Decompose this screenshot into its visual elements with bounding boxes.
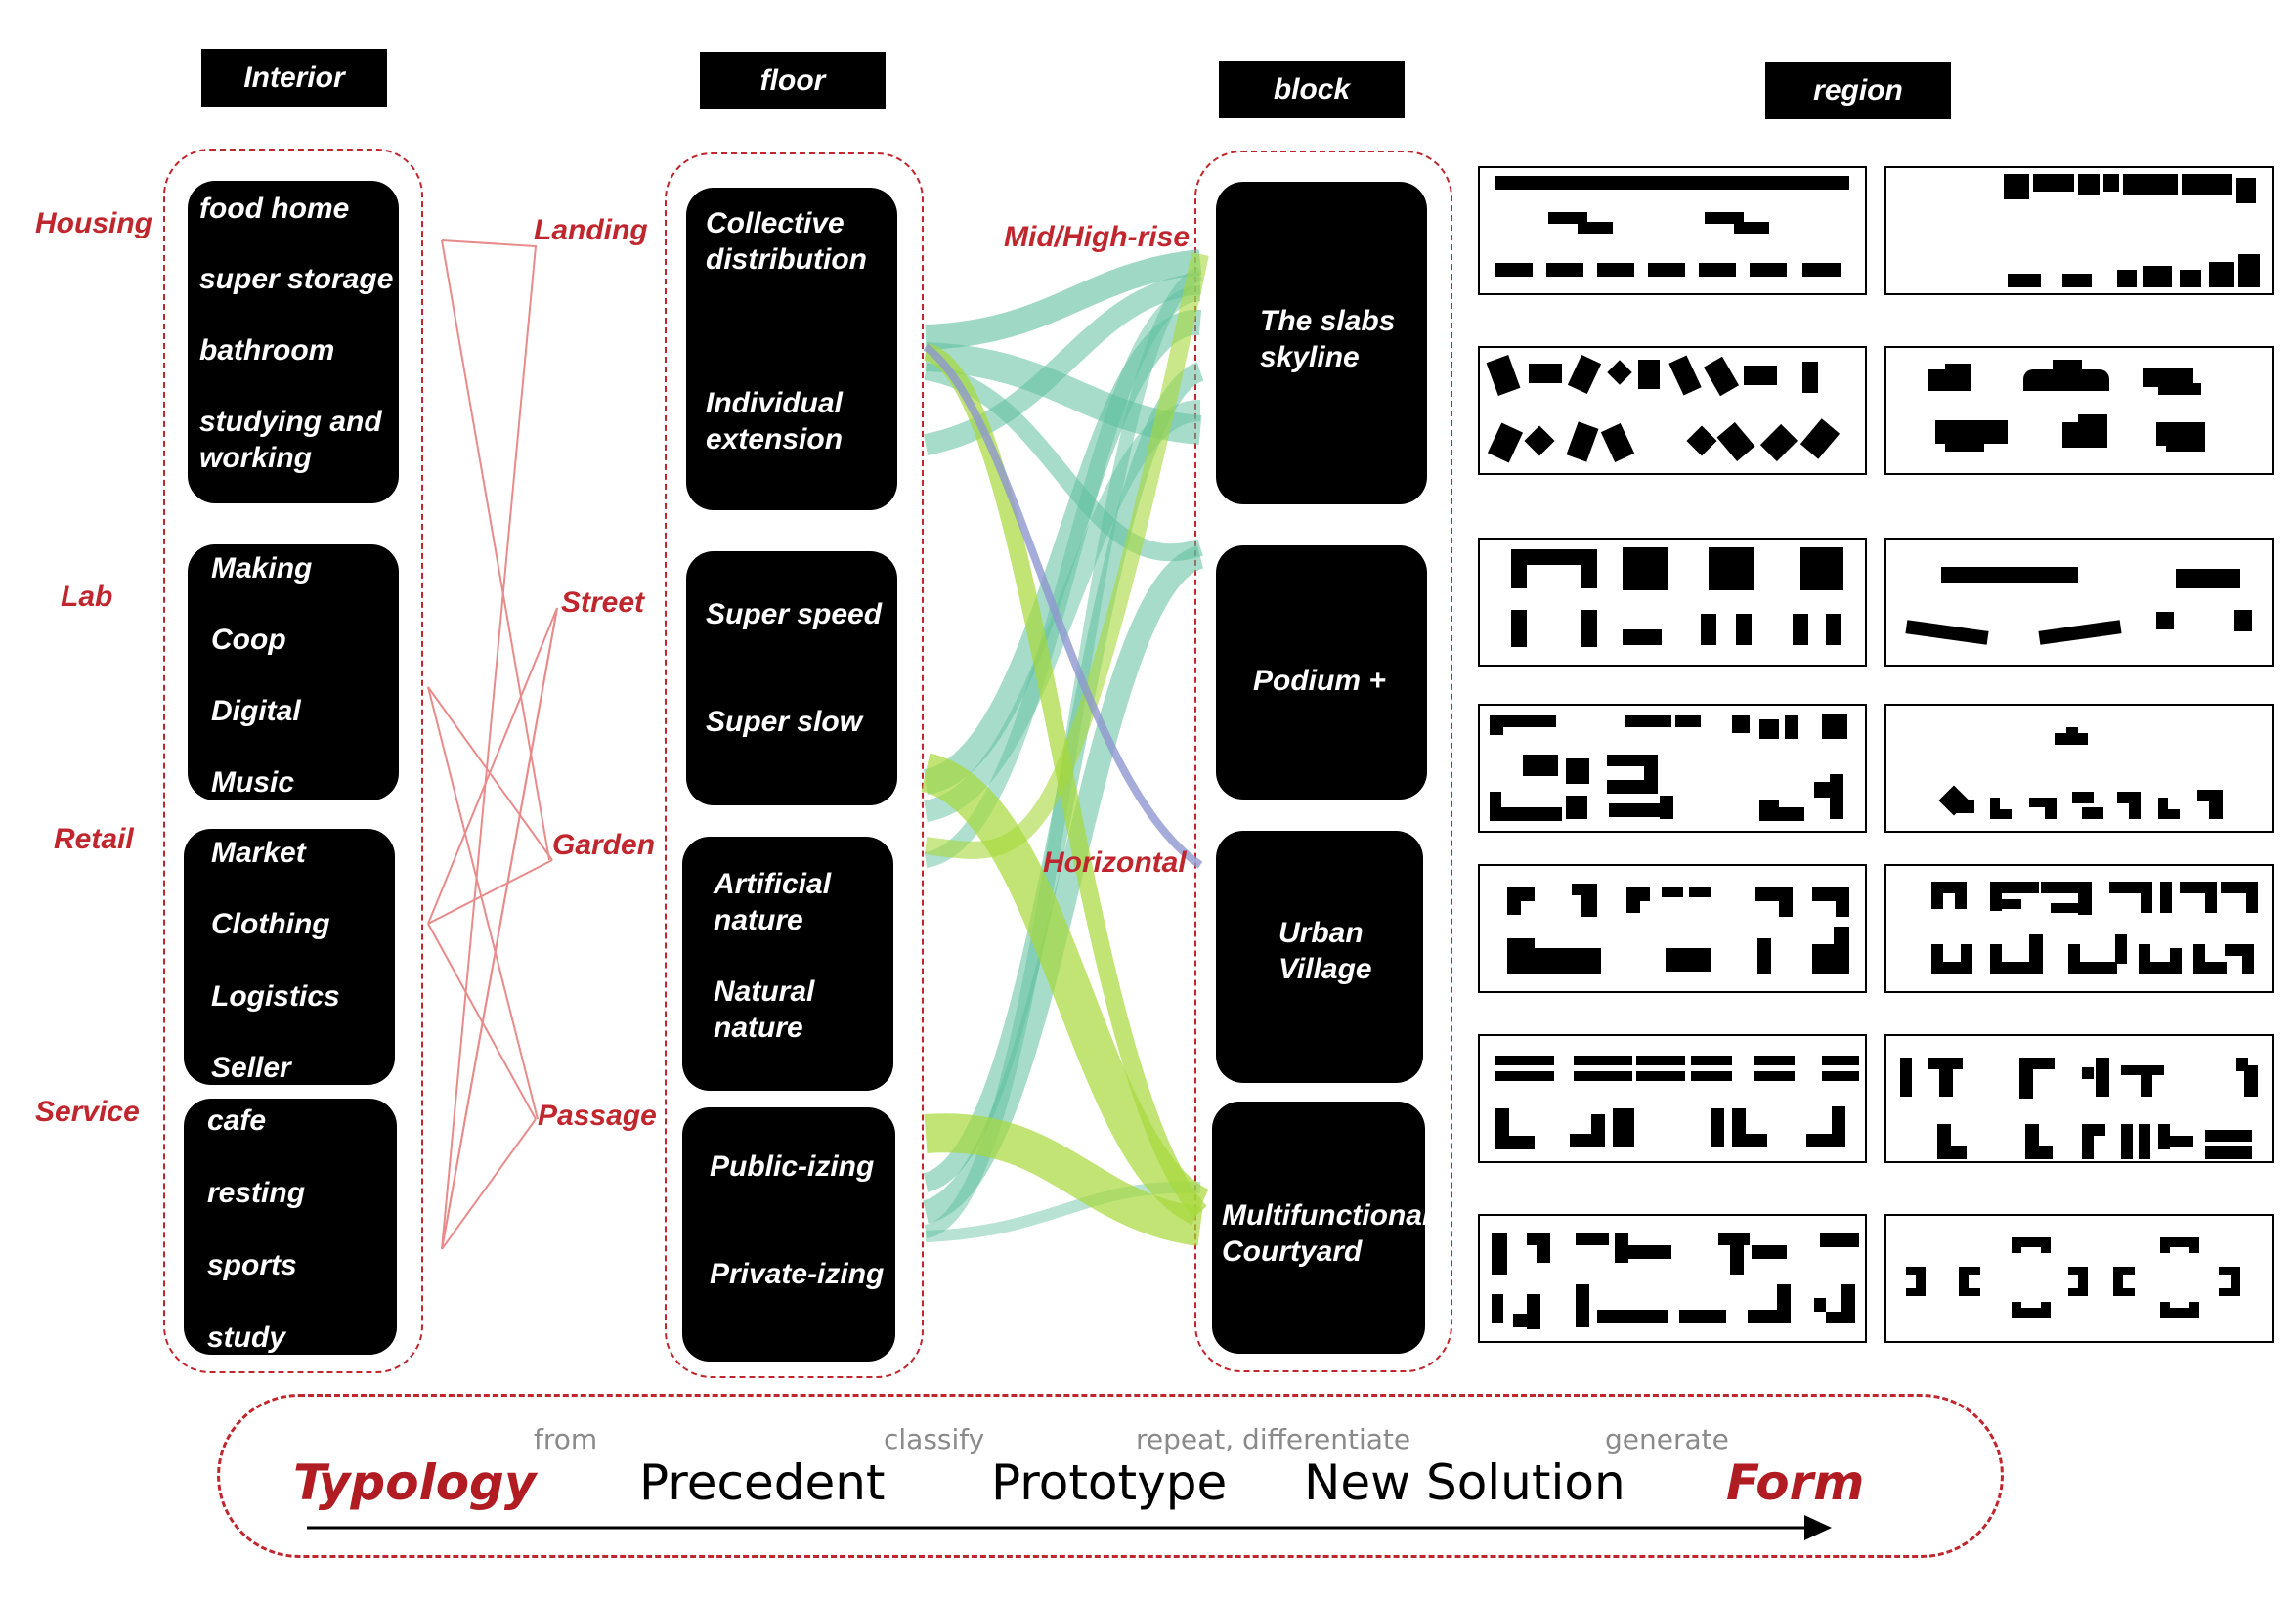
interior-item: food home <box>199 193 350 225</box>
interior-item: Making <box>211 552 313 584</box>
block-box-slabs: The slabs skyline <box>1216 182 1427 504</box>
interior-item: Seller <box>211 1052 291 1084</box>
process-verb-classify: classify <box>884 1423 985 1455</box>
process-step-precedent: Precedent <box>639 1454 886 1511</box>
block-box-urban-village: Urban Village <box>1216 831 1423 1083</box>
region-tile <box>1478 1034 1867 1163</box>
floor-item: Artificial nature <box>714 868 832 936</box>
region-tile <box>1478 704 1867 833</box>
floor-item: Collective distribution <box>706 207 867 276</box>
process-verb-generate: generate <box>1605 1423 1729 1455</box>
block-frame <box>1194 151 1452 1372</box>
interior-box-service: cafe resting sports study <box>184 1099 397 1355</box>
category-lab: Lab <box>61 581 113 613</box>
space-garden: Garden <box>552 829 656 861</box>
space-street: Street <box>561 586 645 619</box>
process-end-form: Form <box>1726 1454 1865 1511</box>
process-start-typology: Typology <box>293 1454 537 1511</box>
block-label: Multifunctional Courtyard <box>1222 1199 1431 1268</box>
floor-box-public: Public-izing Private-izing <box>682 1107 895 1362</box>
floor-item: Natural nature <box>714 975 815 1044</box>
interior-box-retail: Market Clothing Logistics Seller <box>184 829 395 1085</box>
block-label: Podium + <box>1253 665 1386 697</box>
floor-box-nature: Artificial nature Natural nature <box>682 837 893 1091</box>
header-block: block <box>1219 61 1405 118</box>
interior-item: bathroom <box>199 334 335 367</box>
region-tile <box>1884 166 2274 295</box>
link-line <box>427 859 553 925</box>
link-line <box>441 607 558 1250</box>
floor-item: Individual extension <box>706 387 844 455</box>
region-tile <box>1884 538 2274 667</box>
interior-item: Logistics <box>211 980 340 1013</box>
interior-item: Coop <box>211 624 286 656</box>
lime-flow <box>920 753 1210 1226</box>
interior-item: cafe <box>207 1104 267 1137</box>
region-tile <box>1478 346 1867 475</box>
process-step-prototype: Prototype <box>991 1454 1228 1511</box>
link-line <box>427 686 539 1120</box>
floor-box-speed: Super speed Super slow <box>686 551 897 805</box>
header-region: region <box>1765 62 1951 119</box>
interior-item: studying and working <box>199 406 382 474</box>
region-tile <box>1884 864 2274 993</box>
interior-item: Digital <box>211 695 301 727</box>
interior-box-lab: Making Coop Digital Music <box>188 544 399 800</box>
process-frame <box>217 1394 2004 1558</box>
lime-flow <box>924 252 1209 859</box>
category-retail: Retail <box>54 823 134 855</box>
floor-item: Private-izing <box>710 1258 885 1290</box>
lime-flow <box>924 1113 1203 1246</box>
interior-frame <box>163 149 423 1373</box>
process-verb-from: from <box>534 1423 598 1455</box>
rise-horizontal: Horizontal <box>1043 846 1187 879</box>
floor-item: Super speed <box>706 598 883 630</box>
region-tile <box>1884 1034 2274 1163</box>
header-floor: floor <box>700 52 886 109</box>
block-box-courtyard: Multifunctional Courtyard <box>1212 1102 1430 1354</box>
interior-item: Music <box>211 766 295 799</box>
category-service: Service <box>35 1096 140 1128</box>
sankey-flows <box>920 249 1210 1246</box>
space-passage: Passage <box>538 1100 657 1132</box>
region-tile <box>1478 1214 1867 1343</box>
interior-item: super storage <box>199 263 394 295</box>
floor-frame <box>665 152 924 1378</box>
process-step-new-solution: New Solution <box>1304 1454 1625 1511</box>
space-landing: Landing <box>534 214 648 246</box>
process-verb-repeat: repeat, differentiate <box>1136 1423 1411 1455</box>
link-line <box>441 239 550 861</box>
category-housing: Housing <box>35 207 152 239</box>
region-tile <box>1884 346 2274 475</box>
floor-item: Super slow <box>706 706 863 738</box>
link-line <box>441 1118 537 1250</box>
interior-item: Market <box>211 837 306 869</box>
region-tile <box>1478 538 1867 667</box>
region-tile <box>1478 166 1867 295</box>
teal-flow <box>923 273 1202 455</box>
lavender-flow <box>923 343 1203 869</box>
region-tile <box>1884 704 2274 833</box>
interior-item: sports <box>207 1249 297 1281</box>
region-tile <box>1478 864 1867 993</box>
interior-item: study <box>207 1321 286 1354</box>
block-label: Urban Village <box>1278 917 1372 985</box>
teal-flow <box>925 249 1202 350</box>
rise-mid-high: Mid/High-rise <box>1004 221 1191 253</box>
link-line <box>441 239 538 1250</box>
region-tile <box>1884 1214 2274 1343</box>
interior-box-housing: food home super storage bathroom studyin… <box>188 181 399 503</box>
floor-item: Public-izing <box>710 1150 875 1183</box>
floor-box-distribution: Collective distribution Individual exten… <box>686 188 897 510</box>
block-box-podium: Podium + <box>1216 545 1427 800</box>
block-label: The slabs skyline <box>1260 305 1396 373</box>
interior-item: Clothing <box>211 908 330 940</box>
interior-item: resting <box>207 1177 306 1209</box>
interior-space-links <box>427 239 558 1250</box>
header-interior: Interior <box>201 49 387 107</box>
